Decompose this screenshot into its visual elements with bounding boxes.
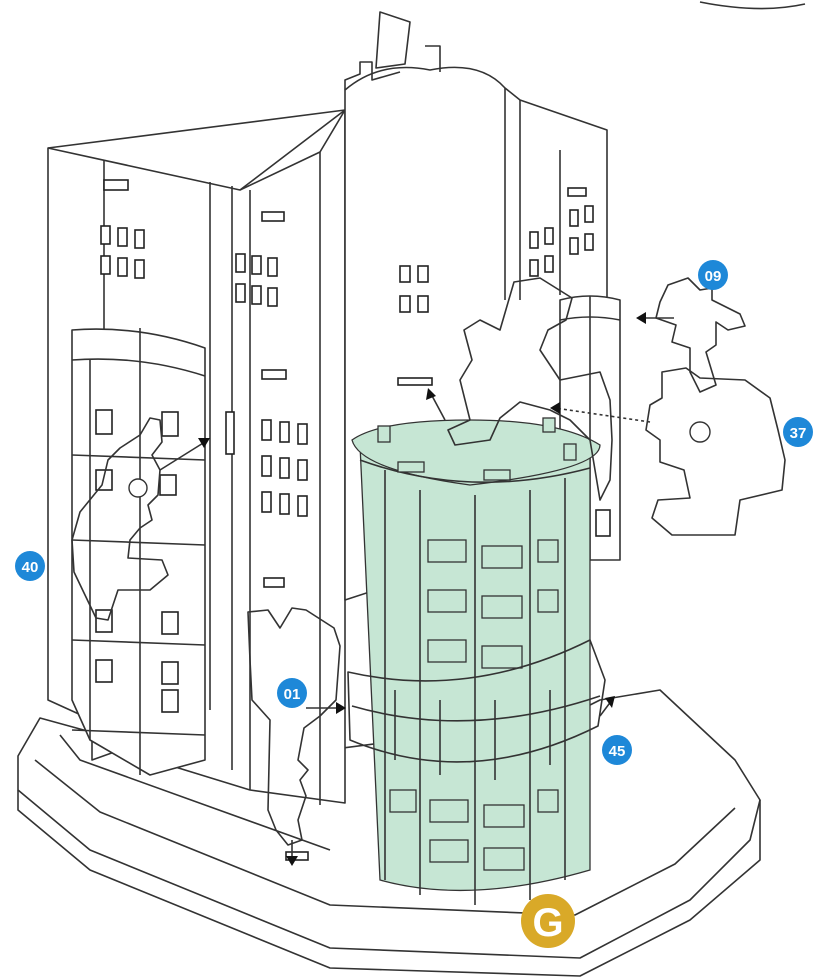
- part-37-piece: [646, 368, 785, 535]
- part-40-hole: [129, 479, 147, 497]
- left-bay-tower: [72, 328, 205, 775]
- part-badge-01: 01: [277, 678, 307, 708]
- part-badge-09: 09: [698, 260, 728, 290]
- part-badge-37: 37: [783, 417, 813, 447]
- part-badge-45: 45: [602, 735, 632, 765]
- part-badge-40: 40: [15, 551, 45, 581]
- part-label-01: 01: [284, 686, 301, 703]
- part-label-45: 45: [609, 743, 626, 760]
- part-09-piece: [656, 278, 745, 392]
- corner-arc: [700, 2, 805, 9]
- step-badge: G: [521, 894, 575, 948]
- part-label-37: 37: [790, 425, 807, 442]
- part-label-09: 09: [705, 268, 722, 285]
- green-tower: [352, 418, 600, 905]
- step-label: G: [532, 901, 563, 945]
- part-label-40: 40: [22, 559, 39, 576]
- part-37-hole: [690, 422, 710, 442]
